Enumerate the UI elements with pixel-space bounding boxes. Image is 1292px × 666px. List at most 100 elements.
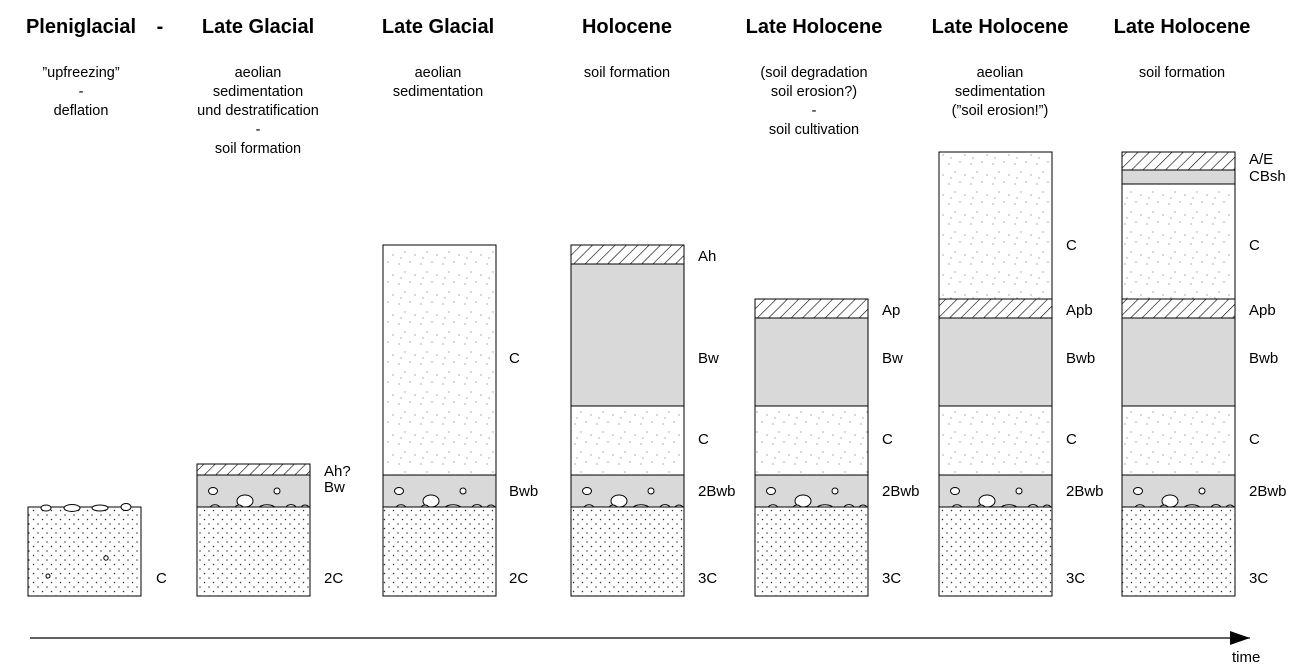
pebble-shape bbox=[45, 573, 51, 579]
horizon-layer bbox=[570, 506, 685, 597]
stone-shape bbox=[1015, 487, 1023, 495]
stone-shape bbox=[766, 487, 776, 495]
soil-profile: C Bwb 2C bbox=[382, 244, 538, 597]
phase-title: Late Glacial bbox=[382, 16, 494, 38]
phase-process-line: sedimentation bbox=[393, 84, 483, 100]
horizon-layer bbox=[1121, 405, 1236, 476]
horizon-label: C bbox=[1066, 431, 1077, 448]
horizon-layer bbox=[938, 317, 1053, 407]
horizon-layer bbox=[196, 506, 311, 597]
time-label: time bbox=[1232, 649, 1260, 666]
soil-profile-columns: CAh?Bw2CCBwb2CAhBwC2Bwb3CApBwC2Bwb3CCApb… bbox=[27, 151, 1287, 597]
phase-process-line: soil formation bbox=[215, 141, 301, 157]
horizon-label: CBsh bbox=[1249, 168, 1286, 185]
horizon-label: Bw bbox=[324, 479, 345, 496]
phase-process-line: (”soil erosion!”) bbox=[952, 103, 1049, 119]
horizon-label: Bwb bbox=[1066, 350, 1095, 367]
horizon-label: 3C bbox=[698, 570, 717, 587]
horizon-label: C bbox=[1249, 431, 1260, 448]
horizon-label: 2C bbox=[324, 570, 343, 587]
phase-process-line: soil cultivation bbox=[769, 122, 859, 138]
phase-process-line: aeolian bbox=[235, 65, 282, 81]
stone-shape bbox=[831, 487, 839, 495]
horizon-label: Ap bbox=[882, 302, 900, 319]
horizon-layer bbox=[1121, 298, 1236, 319]
stone-shape bbox=[459, 487, 467, 495]
horizon-label: Bwb bbox=[509, 483, 538, 500]
phase-process-line: - bbox=[256, 122, 261, 138]
phase-title: Late Holocene bbox=[932, 16, 1069, 38]
horizon-layer bbox=[938, 298, 1053, 319]
phase-process-line: - bbox=[812, 103, 817, 119]
horizon-layer bbox=[1121, 183, 1236, 300]
horizon-label: 3C bbox=[1066, 570, 1085, 587]
horizon-layer bbox=[570, 405, 685, 476]
horizon-layer bbox=[27, 506, 142, 597]
phase-process-line: aeolian bbox=[415, 65, 462, 81]
horizon-label: 3C bbox=[882, 570, 901, 587]
phase-process-line: soil erosion?) bbox=[771, 84, 857, 100]
phase-process-line: sedimentation bbox=[213, 84, 303, 100]
stone-shape bbox=[40, 504, 52, 512]
title-separator: - bbox=[157, 16, 164, 38]
horizon-label: C bbox=[1249, 237, 1260, 254]
soil-profile: C bbox=[27, 503, 167, 597]
horizon-label: 2Bwb bbox=[1249, 483, 1287, 500]
phase-title: Late Glacial bbox=[202, 16, 314, 38]
stone-shape bbox=[647, 487, 655, 495]
phase-title: Late Holocene bbox=[1114, 16, 1251, 38]
horizon-layer bbox=[570, 263, 685, 407]
horizon-layer bbox=[196, 463, 311, 476]
stone-shape bbox=[582, 487, 592, 495]
horizon-label: 2Bwb bbox=[882, 483, 920, 500]
phase-process-line: deflation bbox=[54, 103, 109, 119]
stone-shape bbox=[91, 504, 109, 512]
horizon-label: C bbox=[698, 431, 709, 448]
horizon-label: 2Bwb bbox=[1066, 483, 1104, 500]
horizon-layer bbox=[754, 474, 869, 508]
horizon-layer bbox=[754, 317, 869, 407]
horizon-layer bbox=[382, 244, 497, 476]
horizon-label: C bbox=[509, 350, 520, 367]
phase-process-line: sedimentation bbox=[955, 84, 1045, 100]
horizon-layer bbox=[754, 506, 869, 597]
horizon-label: 2Bwb bbox=[698, 483, 736, 500]
horizon-label: C bbox=[882, 431, 893, 448]
horizon-label: 2C bbox=[509, 570, 528, 587]
horizon-label: C bbox=[1066, 237, 1077, 254]
phase-process-line: soil formation bbox=[584, 65, 670, 81]
stone-shape bbox=[950, 487, 960, 495]
phase-title: Late Holocene bbox=[746, 16, 883, 38]
horizon-layer bbox=[754, 298, 869, 319]
phase-processes: ”upfreezing” - deflation aeolian sedimentati… bbox=[42, 65, 1225, 157]
pebble-shape bbox=[103, 555, 109, 561]
horizon-label: C bbox=[156, 570, 167, 587]
phase-process-line: ”upfreezing” bbox=[42, 65, 120, 81]
stone-shape bbox=[1198, 487, 1206, 495]
horizon-layer bbox=[754, 405, 869, 476]
horizon-layer bbox=[1121, 317, 1236, 407]
horizon-label: Ah? bbox=[324, 463, 351, 480]
phase-process-line: aeolian bbox=[977, 65, 1024, 81]
horizon-layer bbox=[382, 506, 497, 597]
stone-shape bbox=[63, 504, 81, 512]
horizon-label: Ah bbox=[698, 248, 716, 265]
stone-shape bbox=[208, 487, 218, 495]
horizon-layer bbox=[1121, 506, 1236, 597]
phase-process-line: - bbox=[79, 84, 84, 100]
phase-title: Pleniglacial bbox=[26, 16, 136, 38]
horizon-label: Bw bbox=[698, 350, 719, 367]
horizon-layer bbox=[938, 405, 1053, 476]
stone-shape bbox=[273, 487, 281, 495]
horizon-layer bbox=[938, 506, 1053, 597]
phase-process-line: (soil degradation bbox=[760, 65, 867, 81]
horizon-layer bbox=[938, 151, 1053, 300]
horizon-label: Bwb bbox=[1249, 350, 1278, 367]
horizon-label: A/E bbox=[1249, 151, 1273, 168]
